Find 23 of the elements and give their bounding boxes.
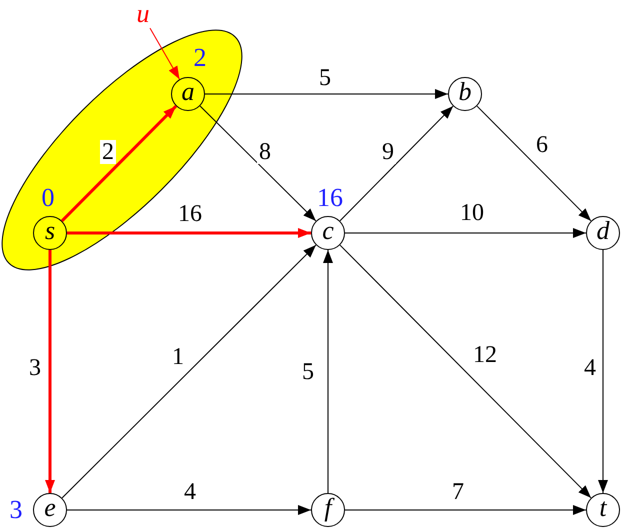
arrow (476, 106, 592, 222)
edge-label: 8 (257, 140, 273, 164)
arrow (200, 105, 316, 222)
highlight-ellipse (2, 30, 242, 270)
arrow (339, 244, 592, 498)
distance-label: 3 (10, 497, 22, 523)
vertex-label: u (131, 4, 155, 28)
arrow (66, 505, 312, 515)
arrow (598, 250, 608, 494)
distance-label: 0 (42, 185, 54, 211)
edge-label: 2 (100, 140, 116, 164)
arrow (204, 89, 448, 99)
arrow (339, 106, 454, 222)
distance-label: 16 (317, 185, 343, 211)
edge-label: 9 (380, 140, 396, 164)
arrow (344, 505, 586, 515)
arrow (323, 250, 333, 494)
arrow (344, 228, 586, 238)
arrow (150, 28, 180, 80)
arrow (60, 105, 178, 222)
arrow (62, 244, 316, 498)
arrow (67, 228, 311, 238)
distance-label: 2 (194, 45, 206, 71)
